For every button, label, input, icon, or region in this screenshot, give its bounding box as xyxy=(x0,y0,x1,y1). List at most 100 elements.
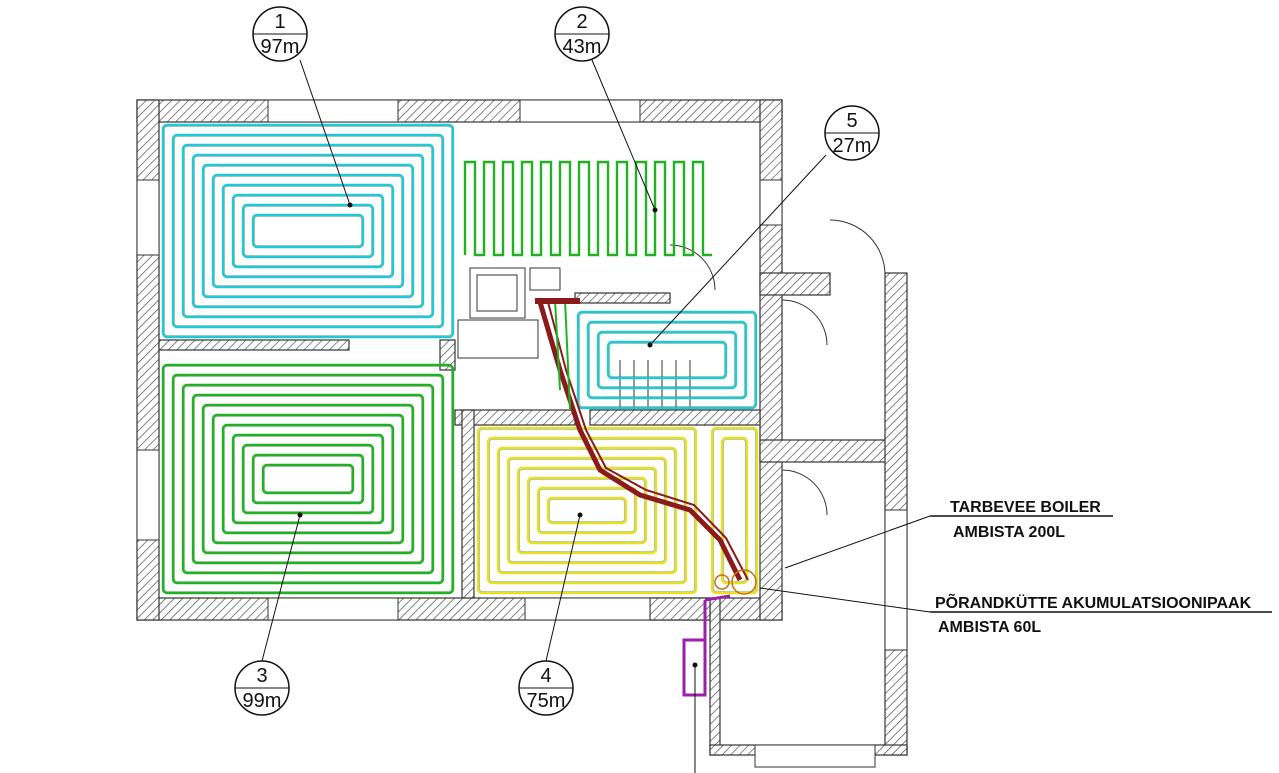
walls xyxy=(136,99,908,768)
loop-circuit-3-edge xyxy=(234,436,382,522)
wall xyxy=(461,409,475,599)
window xyxy=(759,179,783,226)
loop-circuit-4 xyxy=(496,446,678,575)
loop-circuit-4b-edge xyxy=(723,439,746,582)
window xyxy=(519,99,641,123)
loop-circuit-5 xyxy=(586,320,748,400)
window xyxy=(754,744,876,768)
loop-circuit-3-edge xyxy=(214,416,402,542)
loop-circuit-1-edge xyxy=(224,186,392,276)
loop-circuit-3-edge xyxy=(184,386,432,572)
circuit-number: 5 xyxy=(846,110,857,132)
leader-line xyxy=(591,59,656,211)
boiler-title: TARBEVEE BOILER xyxy=(950,499,1101,516)
loop-circuit-4 xyxy=(476,426,698,595)
loop-circuit-1 xyxy=(171,133,445,329)
tank-title: PÕRANDKÜTTE AKUMULATSIOONIPAAK xyxy=(935,592,1252,612)
leader-lines xyxy=(261,59,827,773)
leader-arrow-icon xyxy=(692,662,698,668)
loop-circuit-1-edge xyxy=(244,206,372,256)
circuit-length: 75m xyxy=(527,690,566,712)
leader-arrow-icon xyxy=(652,207,658,213)
loop-circuit-4 xyxy=(536,486,638,535)
circuit-label-5: 5 27m xyxy=(824,105,880,161)
loop-circuit-5-edge xyxy=(579,313,755,407)
wall xyxy=(439,339,456,371)
heating-loops xyxy=(161,123,759,595)
loop-circuit-4 xyxy=(516,466,658,555)
wall xyxy=(136,99,783,123)
loop-circuit-3 xyxy=(241,443,375,515)
window xyxy=(136,449,160,541)
circuit-length: 99m xyxy=(243,690,282,712)
loop-circuit-4 xyxy=(506,456,668,565)
loop-circuit-3 xyxy=(251,453,365,505)
loop-circuit-5 xyxy=(596,330,738,390)
circuit-label-4: 4 75m xyxy=(518,660,574,716)
window xyxy=(884,509,908,651)
loop-circuit-4-edge xyxy=(509,459,665,562)
loop-circuit-3 xyxy=(171,373,445,585)
loop-circuit-4-edge xyxy=(519,469,655,552)
tank-model: AMBISTA 60L xyxy=(938,619,1041,636)
leader-line xyxy=(649,154,827,346)
loop-circuit-4b xyxy=(710,426,759,595)
loop-circuit-4b xyxy=(720,436,749,585)
loop-circuit-4b-edge xyxy=(713,429,756,592)
boiler-model: AMBISTA 200L xyxy=(953,524,1065,541)
loop-circuit-2 xyxy=(463,160,712,257)
circuit-label-1: 1 97m xyxy=(252,6,308,62)
loop-circuit-4-edge xyxy=(529,479,645,542)
circuit-number: 3 xyxy=(256,665,267,687)
door-swing xyxy=(829,219,886,276)
loop-circuit-4-edge xyxy=(549,499,625,522)
loop-circuit-3 xyxy=(201,403,415,555)
wall xyxy=(574,292,671,304)
leader-line xyxy=(545,514,581,662)
circuit-number: 1 xyxy=(274,11,285,33)
loop-circuit-1-edge xyxy=(194,156,422,306)
loop-circuit-4 xyxy=(526,476,648,545)
loop-circuit-5-edge xyxy=(599,333,735,387)
leader-arrow-icon xyxy=(297,512,303,518)
wall xyxy=(709,597,721,756)
leader-arrow-icon xyxy=(647,342,653,348)
loop-circuit-1 xyxy=(181,143,435,319)
loop-circuit-3 xyxy=(261,463,355,495)
window xyxy=(136,179,160,256)
loop-circuit-1 xyxy=(191,153,425,309)
leader-line xyxy=(261,514,301,662)
loop-circuit-1 xyxy=(221,183,395,279)
leader-line xyxy=(299,59,351,206)
door-swing xyxy=(781,469,828,516)
leader-arrow-icon xyxy=(347,202,353,208)
loop-circuit-3-edge xyxy=(174,376,442,582)
loop-circuit-5 xyxy=(606,340,728,380)
loop-circuit-1 xyxy=(161,123,455,339)
loop-circuit-1-edge xyxy=(164,126,452,336)
window xyxy=(524,597,651,621)
loop-circuit-1-edge xyxy=(234,196,382,266)
wall xyxy=(759,99,783,621)
loop-circuit-3-edge xyxy=(244,446,372,512)
loop-circuit-1-edge xyxy=(214,176,402,286)
loop-circuit-1 xyxy=(251,213,365,249)
loop-circuit-5 xyxy=(576,310,758,410)
loop-circuit-3-edge xyxy=(264,466,352,492)
wall xyxy=(759,439,896,463)
circuit-label-3: 3 99m xyxy=(234,660,290,716)
loop-circuit-1 xyxy=(241,203,375,259)
wall xyxy=(649,597,711,621)
loop-circuit-1-edge xyxy=(204,166,412,296)
circuit-length: 27m xyxy=(833,135,872,157)
loop-circuit-3-edge xyxy=(224,426,392,532)
circuit-number: 4 xyxy=(540,665,551,687)
loop-circuit-3 xyxy=(191,393,425,565)
loop-circuit-5-edge xyxy=(609,343,725,377)
leader-arrow-icon xyxy=(577,512,583,518)
loop-circuit-3 xyxy=(161,363,455,595)
window xyxy=(267,99,399,123)
door-swing xyxy=(781,299,828,346)
accumulation-tank xyxy=(731,569,757,595)
